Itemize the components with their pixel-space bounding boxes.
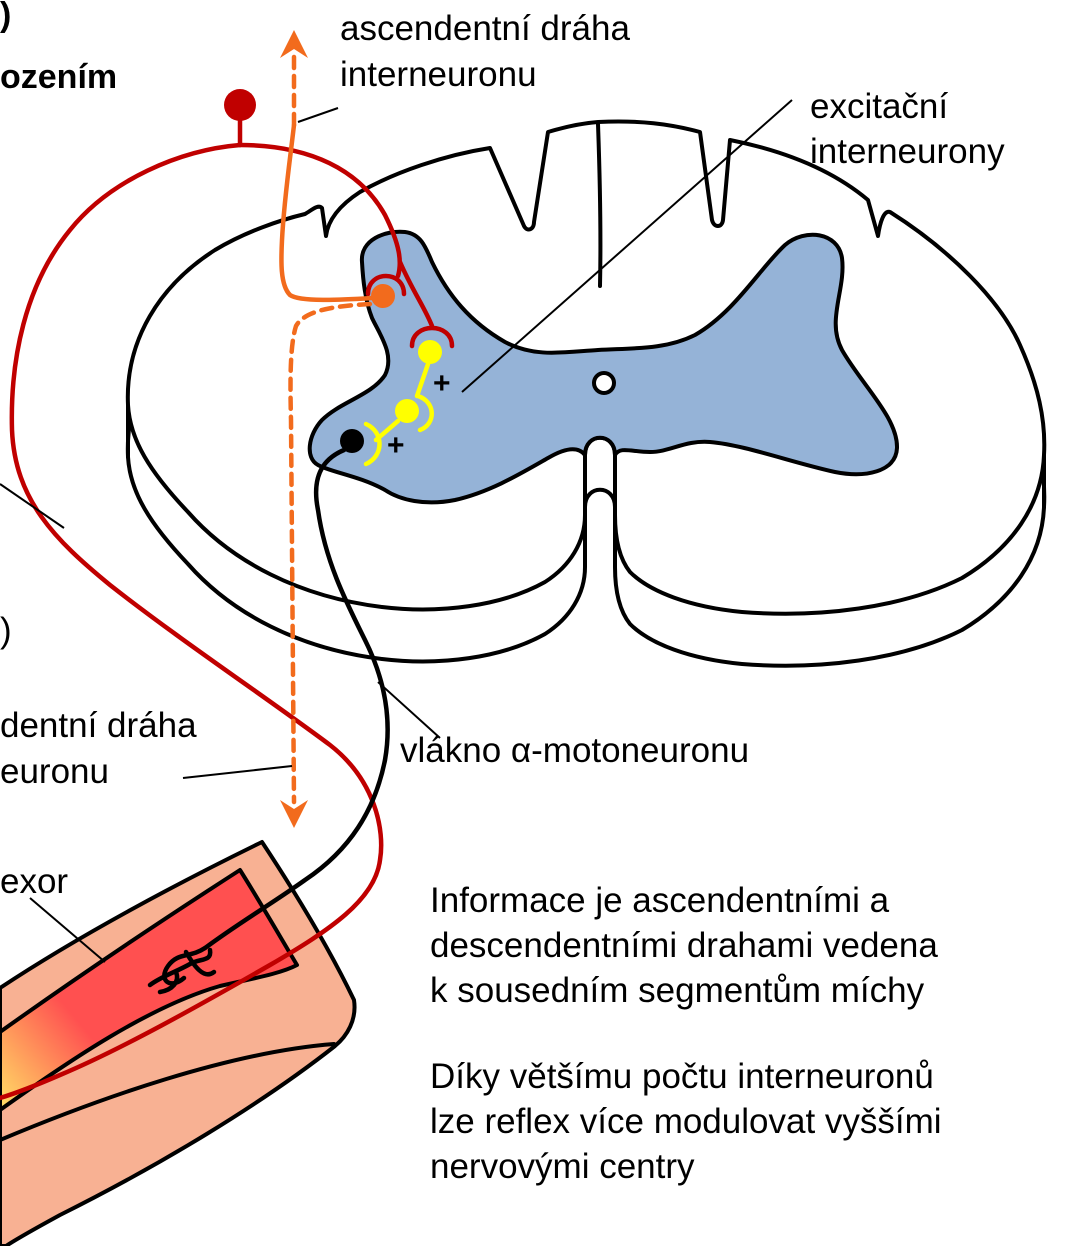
ascending-pathway-label-line-1: ascendentní dráha — [340, 9, 630, 48]
left-paren: ) — [0, 611, 12, 650]
leader-descending-pathway — [183, 766, 292, 778]
top-left-paren: ) — [0, 0, 11, 34]
note-1-line-2: descendentními drahami vedena — [430, 926, 938, 965]
orange-interneuron-cell-body — [371, 284, 395, 308]
note-1-line-1: Informace je ascendentními a — [430, 881, 890, 920]
top-left-bold-label: ozením — [0, 58, 117, 96]
excitatory-interneurons-label-line-1: excitační — [810, 87, 948, 126]
sensory-cell-body — [224, 89, 256, 121]
motoneuron-fiber-label: vlákno α-motoneuronu — [400, 731, 749, 770]
motoneuron-cell-body — [340, 429, 364, 453]
note-2-line-2: lze reflex více modulovat vyššími — [430, 1102, 942, 1141]
note-2-line-1: Díky většímu počtu interneuronů — [430, 1057, 934, 1096]
ascending-pathway-label-line-2: interneuronu — [340, 55, 537, 94]
excitatory-interneurons-label-line-2: interneurony — [810, 132, 1005, 171]
note-1-line-3: k sousedním segmentům míchy — [430, 971, 925, 1010]
muscle — [0, 842, 355, 1246]
descending-pathway-label-line-1: dentní dráha — [0, 706, 197, 745]
yellow-interneuron-cell-body-1 — [418, 340, 442, 364]
descending-pathway-label-line-2: euronu — [0, 752, 109, 791]
ascending-arrowhead — [280, 30, 308, 58]
note-2-line-3: nervovými centry — [430, 1147, 695, 1186]
central-canal — [594, 373, 614, 393]
leader-sensory-fiber — [0, 484, 64, 528]
dorsal-median-septum — [598, 124, 600, 286]
spinal-cord — [128, 121, 1044, 665]
leader-ascending-pathway — [298, 108, 338, 122]
excitatory-plus-sign-1: + — [433, 367, 451, 400]
yellow-interneuron-cell-body-2 — [395, 399, 419, 423]
muscle-label: exor — [0, 862, 68, 901]
excitatory-plus-sign-2: + — [387, 429, 405, 462]
